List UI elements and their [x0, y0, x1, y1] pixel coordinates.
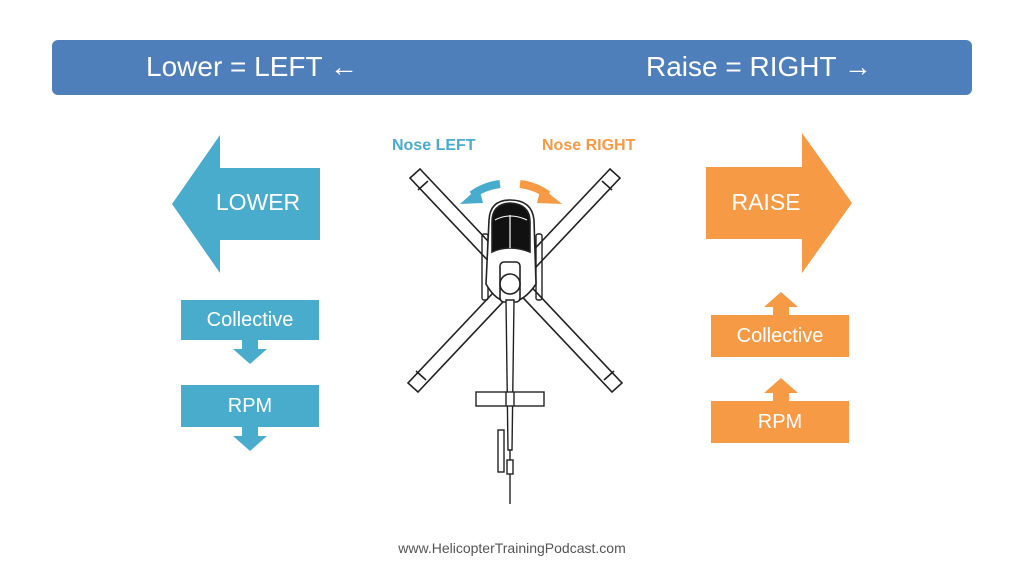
rpm-label: RPM: [757, 410, 803, 433]
raise-right-text: Raise = RIGHT →: [646, 51, 872, 82]
raise-arrow-label: RAISE: [731, 189, 801, 215]
helicopter-top-view-icon: [406, 167, 624, 504]
tail-boom: [475, 299, 545, 504]
nose-left-label: Nose LEFT: [392, 137, 476, 154]
collective-box-raise: Collective: [711, 315, 849, 357]
rotor-hub: [499, 273, 521, 295]
rpm-box-lower: RPM: [181, 385, 319, 427]
collective-label: Collective: [206, 308, 294, 331]
rpm-box-raise: RPM: [711, 401, 849, 443]
lower-left-text: Lower = LEFT ←: [146, 51, 358, 82]
down-arrow-icon: [233, 340, 267, 364]
nose-right-arrow-icon: [519, 180, 562, 204]
rpm-label: RPM: [227, 394, 273, 417]
up-arrow-icon: [764, 292, 798, 316]
raise-arrow-icon: [706, 133, 852, 273]
nose-right-label: Nose RIGHT: [542, 137, 636, 154]
lower-arrow-icon: [172, 135, 320, 273]
title-banner: Lower = LEFT ← Raise = RIGHT →: [52, 40, 972, 95]
collective-box-lower: Collective: [181, 300, 319, 340]
footer-url: www.HelicopterTrainingPodcast.com: [398, 540, 626, 556]
up-arrow-icon: [764, 378, 798, 402]
lower-arrow-label: LOWER: [215, 189, 301, 215]
collective-label: Collective: [736, 324, 824, 347]
nose-left-arrow-icon: [460, 180, 501, 204]
down-arrow-icon: [233, 427, 267, 451]
